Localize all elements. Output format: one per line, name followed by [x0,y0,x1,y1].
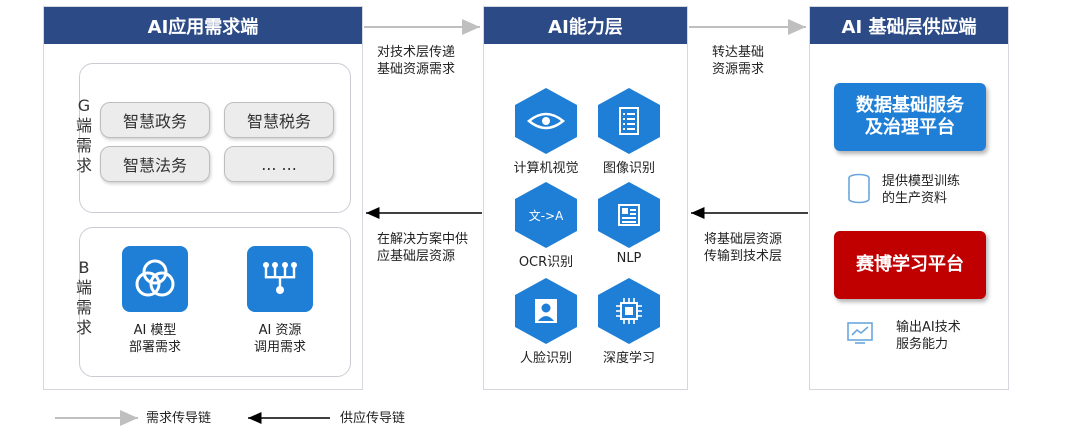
demand-side-title: AI应用需求端 [44,7,362,44]
eye-icon [513,87,579,155]
b-demand-label: B 端 需 求 [75,258,92,337]
chip-icon [596,277,662,345]
capability-layer-panel: AI能力层 计算机视觉 图像识别 文->A OCR识别 NLP [483,6,688,390]
capability-deep-learning: 深度学习 [602,351,655,366]
newspaper-icon [596,181,662,249]
model-deploy-demand: AI 模型 部署需求 [128,323,181,355]
g-item-smart-government: 智慧政务 [100,102,210,138]
infrastructure-supply-panel: AI 基础层供应端 数据基础服务 及治理平台 提供模型训练 的生产资料 赛博学习… [809,6,1009,390]
text-to-a-icon: 文->A [513,181,579,249]
capability-nlp: NLP [616,251,642,266]
demand-side-panel: AI应用需求端 G 端 需 求 智慧政务 智慧税务 智慧法务 ... ... B… [43,6,363,390]
svg-text:文->A: 文->A [529,208,564,223]
monitor-chart-icon [846,321,874,349]
arrow-text-top-right: 转达基础 资源需求 [712,45,765,77]
capability-face-recognition: 人脸识别 [519,351,572,366]
document-list-icon [596,87,662,155]
arrow-text-top-left: 对技术层传递 基础资源需求 [377,45,456,77]
person-icon [513,277,579,345]
g-item-smart-legal: 智慧法务 [100,146,210,182]
g-item-more: ... ... [224,146,334,182]
g-demand-group: G 端 需 求 智慧政务 智慧税务 智慧法务 ... ... [76,63,351,213]
cyber-learning-platform: 赛博学习平台 [834,231,986,299]
b-demand-group: B 端 需 求 AI 模型 部署需求 [76,227,351,377]
capability-image-recognition: 图像识别 [602,161,655,176]
capability-ocr: OCR识别 [518,255,574,270]
g-demand-label: G 端 需 求 [75,96,92,175]
capability-layer-title: AI能力层 [484,7,687,44]
capability-computer-vision: 计算机视觉 [513,161,579,176]
infrastructure-supply-title: AI 基础层供应端 [810,7,1008,44]
arrow-text-bottom-right: 将基础层资源 传输到技术层 [704,232,783,264]
ai-service-output-note: 输出AI技术 服务能力 [896,320,961,352]
data-governance-platform: 数据基础服务 及治理平台 [834,83,986,151]
training-materials-note: 提供模型训练 的生产资料 [882,174,961,206]
venn-circles-icon [122,246,188,312]
arrow-text-bottom-left: 在解决方案中供 应基础层资源 [377,232,469,264]
database-icon [846,173,872,209]
legend-demand-label: 需求传导链 [146,411,212,426]
g-item-smart-tax: 智慧税务 [224,102,334,138]
resource-call-demand: AI 资源 调用需求 [253,323,306,355]
legend-supply-label: 供应传导链 [340,411,406,426]
tree-network-icon [247,246,313,312]
